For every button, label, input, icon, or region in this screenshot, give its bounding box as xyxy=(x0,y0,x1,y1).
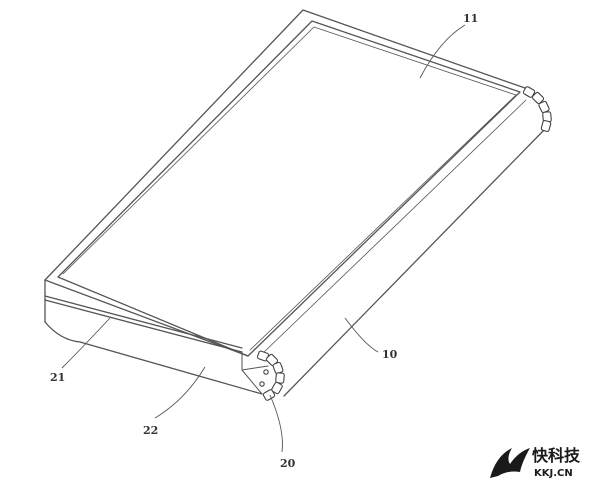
leader-20 xyxy=(269,394,283,453)
screen-border xyxy=(57,20,521,357)
lower-panel-top xyxy=(44,299,243,353)
watermark: 快科技 KKJ.CN xyxy=(490,446,581,479)
housing-shadow-line xyxy=(261,99,527,355)
label-10: 10 xyxy=(382,348,398,361)
leader-21 xyxy=(61,317,111,369)
leader-11 xyxy=(419,24,466,79)
leader-10 xyxy=(344,317,379,353)
label-21: 21 xyxy=(50,371,65,384)
leader-lines xyxy=(61,24,466,453)
label-20: 20 xyxy=(280,457,296,470)
lower-panel-slot xyxy=(241,365,269,371)
top-long-edge xyxy=(44,279,249,357)
housing-long-edge xyxy=(283,127,547,397)
top-face-outline xyxy=(44,9,526,281)
watermark-bird-icon xyxy=(490,448,530,478)
watermark-name: 快科技 xyxy=(532,446,581,465)
device-body xyxy=(44,9,547,397)
label-11: 11 xyxy=(463,12,478,25)
watermark-domain: KKJ.CN xyxy=(534,468,573,479)
label-22: 22 xyxy=(143,424,158,437)
hinge-bottom xyxy=(256,350,285,401)
lower-panel-bottom xyxy=(44,321,263,395)
top-front-edge xyxy=(44,279,243,349)
leader-22 xyxy=(154,366,206,419)
watermark-bird-eye xyxy=(513,453,517,457)
hinge-top xyxy=(522,86,552,132)
screen-inner-border xyxy=(62,26,517,351)
